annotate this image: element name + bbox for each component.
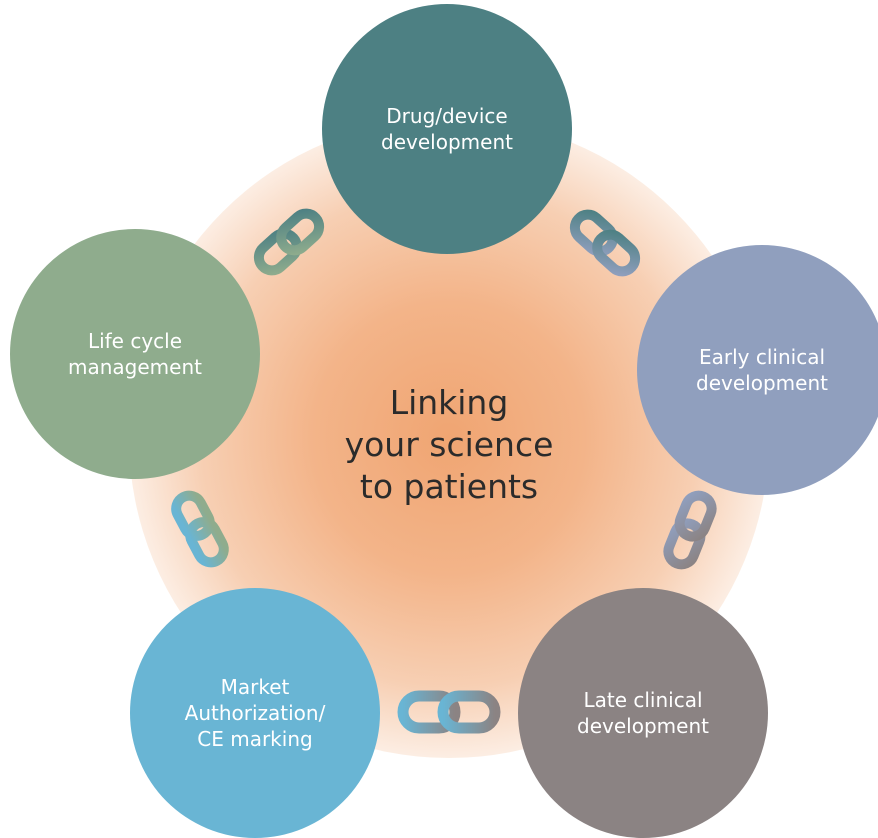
stage-label: Late clinical development	[577, 688, 709, 738]
center-title: Linking your science to patients	[344, 383, 554, 506]
stage-early-clinical-development: Early clinical development	[637, 245, 878, 495]
stage-label: Market Authorization/ CE marking	[184, 675, 326, 751]
stage-label: Life cycle management	[68, 329, 202, 379]
stage-life-cycle-management: Life cycle management	[10, 229, 260, 479]
stage-market-authorization: Market Authorization/ CE marking	[130, 588, 380, 838]
stage-label: Drug/device development	[381, 104, 513, 154]
stage-label: Early clinical development	[696, 345, 828, 395]
stage-drug-device-development: Drug/device development	[322, 4, 572, 254]
stage-late-clinical-development: Late clinical development	[518, 588, 768, 838]
